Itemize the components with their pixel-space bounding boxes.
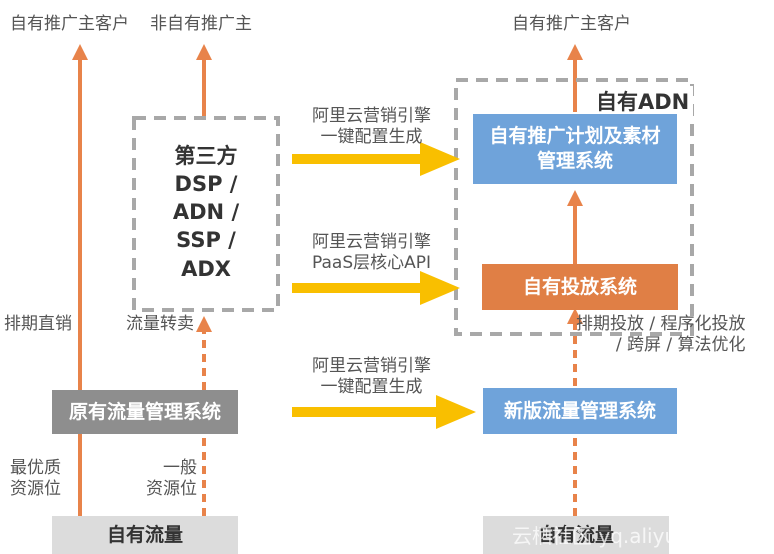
general-resources-label: 一般 资源位 xyxy=(146,458,197,500)
third-party-up-arrowhead xyxy=(196,44,212,60)
left-solid-arrowhead xyxy=(72,44,88,60)
new-traffic-system-box: 新版流量管理系统 xyxy=(483,388,677,434)
engine-label-top: 阿里云营销引擎 一键配置生成 xyxy=(312,106,431,148)
top-right-label-own-advertisers: 自有推广主客户 xyxy=(512,14,631,34)
orig-traffic-system-box: 原有流量管理系统 xyxy=(52,390,238,434)
top-left-label-non-own-advertisers: 非自有推广主 xyxy=(150,14,252,34)
watermark: 云栖社区 yq.aliyun.com xyxy=(512,524,739,548)
engine-label-mid: 阿里云营销引擎 PaaS层核心API xyxy=(312,232,432,274)
delivery-to-promo-arrowhead xyxy=(567,190,583,206)
left-dashed-arrowhead xyxy=(196,316,212,332)
third-party-label: 第三方 DSP / ADN / SSP / ADX xyxy=(172,144,240,281)
third-party-dashed-box xyxy=(132,116,280,312)
own-delivery-system-box: 自有投放系统 xyxy=(482,264,678,310)
engine-label-bottom: 阿里云营销引擎 一键配置生成 xyxy=(312,356,431,398)
right-features-label: 排期投放 / 程序化投放 / 跨屏 / 算法优化 xyxy=(576,314,746,356)
promo-to-top-arrowhead xyxy=(567,44,583,60)
own-traffic-right-box: 自有流量 xyxy=(483,516,669,554)
right-dashed-arrowhead xyxy=(567,308,583,324)
top-left-label-own-advertisers: 自有推广主客户 xyxy=(10,14,129,34)
yellow-arrow-mid xyxy=(292,271,460,305)
traffic-resell-label: 流量转卖 xyxy=(126,314,194,336)
adn-title: 自有ADN xyxy=(592,86,694,116)
yellow-arrow-bottom xyxy=(292,395,476,429)
yellow-arrow-top xyxy=(292,142,460,176)
own-traffic-left-box: 自有流量 xyxy=(52,516,238,554)
best-resources-label: 最优质 资源位 xyxy=(10,458,61,500)
adn-dashed-box xyxy=(454,78,694,336)
schedule-direct-label: 排期直销 xyxy=(4,314,72,336)
own-promo-system-box: 自有推广计划及素材 管理系统 xyxy=(473,114,677,184)
